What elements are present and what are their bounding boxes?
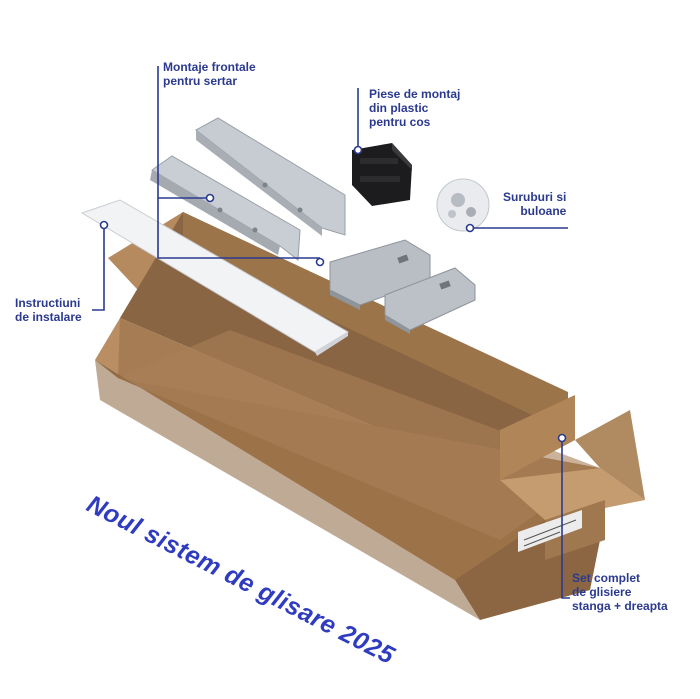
label-slide-set: Set complet de glisiere stanga + dreapta [572, 571, 668, 613]
leader-lines [92, 66, 570, 599]
plastic-mount-parts [352, 143, 412, 206]
metal-brackets [329, 239, 476, 334]
label-screws: Suruburi si buloane [503, 190, 567, 218]
label-plastic-parts: Piese de montaj din plastic pentru cos [369, 87, 461, 129]
box-end-label [518, 510, 582, 552]
front-mount-brackets [150, 117, 346, 261]
label-front-mounts: Montaje frontale pentru sertar [163, 60, 256, 88]
screws-bag [436, 178, 490, 232]
instruction-sheet [80, 199, 349, 356]
label-instructions: Instructiuni de instalare [15, 296, 82, 324]
cardboard-box [95, 212, 645, 620]
leader-dots [99, 145, 567, 443]
